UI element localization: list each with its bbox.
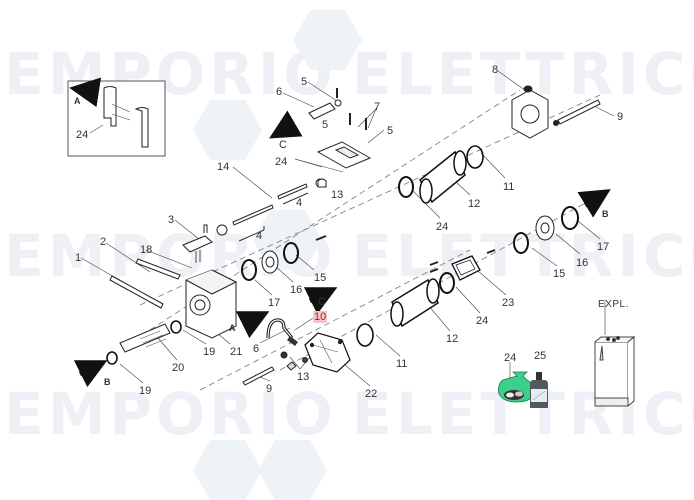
part-label-l24a: 24: [275, 156, 288, 168]
hose-10: [266, 318, 298, 346]
part-label-lB1: B: [602, 209, 609, 219]
pulleys-16: [261, 215, 555, 274]
part-label-l11b: 11: [396, 358, 408, 370]
part-label-l17b: 17: [597, 241, 610, 253]
arrow-b-left-icon: [73, 360, 108, 388]
part-label-l19b: 19: [139, 385, 152, 397]
part-label-l11a: 11: [503, 181, 515, 193]
part-label-l17a: 17: [268, 297, 281, 309]
arrow-c-mid-icon: [303, 287, 338, 315]
part-label-l5c: 5: [387, 125, 394, 137]
watermark-hexagons: [193, 10, 362, 500]
inset-part-label: 24: [76, 129, 89, 141]
end-cap-top: [511, 85, 601, 139]
gasket-23: [451, 255, 481, 281]
part-label-l6b: 6: [253, 343, 260, 355]
inset-arrow-label: A: [74, 96, 81, 106]
grease-bag-icon: [498, 371, 534, 403]
part-label-l25: 25: [534, 350, 547, 362]
leader-lines: [80, 70, 615, 387]
part-label-lB2: B: [104, 377, 111, 387]
part-label-l9b: 9: [266, 383, 273, 395]
spindles-4: [216, 178, 325, 242]
part-label-l4a: 4: [296, 197, 303, 209]
cylinders-12: [390, 150, 467, 328]
watermark-emporio-bottom: EMPORIO: [4, 380, 337, 448]
part-label-l15b: 15: [553, 268, 566, 280]
part-label-l24b: 24: [436, 221, 449, 233]
inset-box: [67, 77, 166, 157]
part-label-l24c: 24: [476, 315, 489, 327]
part-label-lExpl: EXPL.: [598, 299, 629, 310]
arrow-c-top-icon: [269, 110, 303, 139]
mount-bracket: [308, 88, 372, 169]
part-label-l15a: 15: [314, 272, 327, 284]
explosion-proof-enclosure: [594, 335, 636, 407]
part-label-l19a: 19: [203, 346, 216, 358]
watermark-emporio-top: EMPORIO: [4, 40, 337, 108]
part-label-l16b: 16: [576, 257, 589, 269]
rods: [109, 258, 181, 309]
part-label-l24d: 24: [504, 352, 517, 364]
o-rings: [106, 145, 579, 365]
part-label-l8: 8: [492, 64, 499, 76]
part-label-l23: 23: [502, 297, 515, 309]
arrow-a-body-icon: [235, 311, 270, 339]
part-label-l6a: 6: [276, 86, 283, 98]
part-label-l13b: 13: [297, 371, 310, 383]
part-label-l1: 1: [75, 252, 82, 264]
part-label-l4b: 4: [256, 230, 263, 242]
piston-20: [119, 323, 171, 353]
end-cap-22: [304, 332, 351, 373]
part-label-l10[interactable]: 10: [313, 311, 328, 323]
part-label-l9a: 9: [617, 111, 624, 123]
part-label-lC2: C: [318, 296, 326, 308]
part-label-l16a: 16: [290, 284, 303, 296]
part-label-lA: A: [229, 323, 236, 333]
part-label-l18: 18: [140, 244, 153, 256]
gear-unit-3: [182, 224, 213, 263]
part-label-l20: 20: [172, 362, 185, 374]
part-label-l7: 7: [374, 101, 381, 113]
part-label-l22: 22: [365, 388, 378, 400]
arrow-b-right-icon: [577, 189, 611, 218]
pump-body-21: [185, 269, 238, 339]
bolts-lower: [242, 178, 496, 386]
part-label-l3: 3: [168, 214, 175, 226]
arrow-a-icon: [69, 77, 102, 108]
part-label-l12b: 12: [446, 333, 459, 345]
oil-bottle-icon: [530, 372, 548, 408]
direction-arrows: [73, 110, 611, 388]
part-label-l5b: 5: [322, 119, 329, 131]
part-label-l5a: 5: [301, 76, 308, 88]
part-label-l12a: 12: [468, 198, 481, 210]
part-label-l21: 21: [230, 346, 243, 358]
part-label-l2: 2: [100, 236, 107, 248]
part-label-lC1: C: [279, 139, 287, 151]
part-label-l14: 14: [217, 161, 230, 173]
part-label-l13a: 13: [331, 189, 344, 201]
